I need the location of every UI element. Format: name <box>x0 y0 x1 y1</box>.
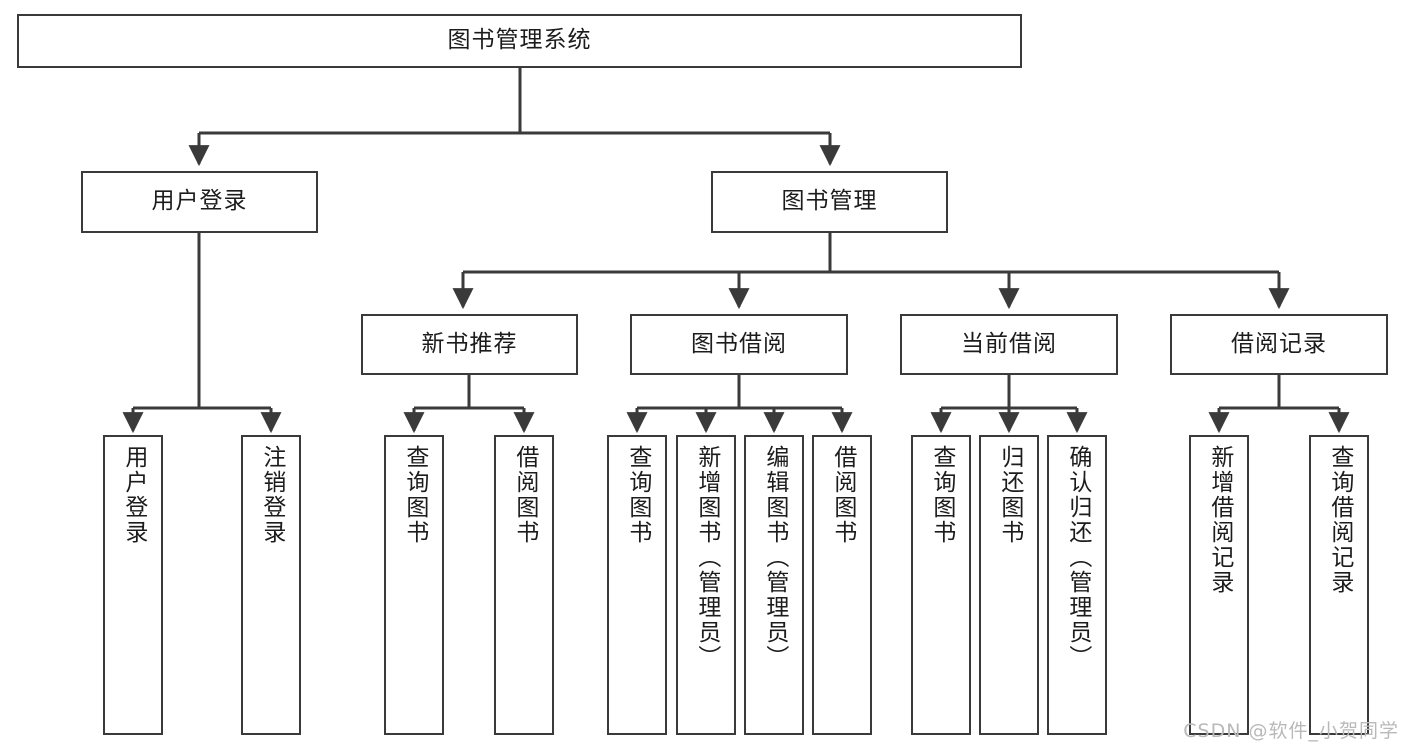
node-label: 新增图书（管理员） <box>693 445 720 670</box>
leaf-user-login-login[interactable]: 用户登录 <box>103 435 163 735</box>
node-label: 借阅图书 <box>511 445 538 545</box>
node-label: 查询图书 <box>401 445 428 545</box>
node-label: 查询图书 <box>624 445 651 545</box>
node-label: 当前借阅 <box>961 330 1057 357</box>
node-label: 归还图书 <box>996 445 1023 545</box>
leaf-book-borrow-query-book[interactable]: 查询图书 <box>607 435 667 735</box>
leaf-book-borrow-edit-book-admin[interactable]: 编辑图书（管理员） <box>744 435 804 735</box>
node-label: 查询借阅记录 <box>1326 445 1353 595</box>
node-label: 用户登录 <box>151 188 248 215</box>
leaf-borrow-record-add-record[interactable]: 新增借阅记录 <box>1189 435 1249 735</box>
node-current-borrow[interactable]: 当前借阅 <box>900 314 1118 375</box>
leaf-new-book-borrow-book[interactable]: 借阅图书 <box>494 435 554 735</box>
node-label: 编辑图书（管理员） <box>761 445 788 670</box>
node-user-login[interactable]: 用户登录 <box>81 171 318 233</box>
node-label: 确认归还（管理员） <box>1064 445 1091 670</box>
node-borrow-record[interactable]: 借阅记录 <box>1170 314 1388 375</box>
leaf-user-login-logout[interactable]: 注销登录 <box>241 435 301 735</box>
node-label: 借阅图书 <box>829 445 856 545</box>
node-label: 用户登录 <box>120 445 147 545</box>
leaf-new-book-query-book[interactable]: 查询图书 <box>384 435 444 735</box>
leaf-current-borrow-confirm-return-admin[interactable]: 确认归还（管理员） <box>1047 435 1107 735</box>
node-new-book-recommend[interactable]: 新书推荐 <box>361 314 578 375</box>
node-label: 注销登录 <box>258 445 285 545</box>
node-label: 查询图书 <box>928 445 955 545</box>
node-root-book-management-system[interactable]: 图书管理系统 <box>17 14 1022 68</box>
node-label: 图书借阅 <box>691 330 787 357</box>
node-label: 图书管理系统 <box>447 27 592 54</box>
node-label: 借阅记录 <box>1231 330 1327 357</box>
node-book-management[interactable]: 图书管理 <box>711 171 948 233</box>
leaf-current-borrow-query-book[interactable]: 查询图书 <box>911 435 971 735</box>
watermark-csdn: CSDN @软件_小贺同学 <box>1183 720 1399 742</box>
node-book-borrow[interactable]: 图书借阅 <box>630 314 848 375</box>
node-label: 新书推荐 <box>421 330 518 357</box>
node-label: 图书管理 <box>781 188 878 215</box>
leaf-book-borrow-add-book-admin[interactable]: 新增图书（管理员） <box>676 435 736 735</box>
leaf-borrow-record-query-record[interactable]: 查询借阅记录 <box>1309 435 1369 735</box>
leaf-book-borrow-borrow-book[interactable]: 借阅图书 <box>812 435 872 735</box>
node-label: 新增借阅记录 <box>1206 445 1233 595</box>
leaf-current-borrow-return-book[interactable]: 归还图书 <box>979 435 1039 735</box>
